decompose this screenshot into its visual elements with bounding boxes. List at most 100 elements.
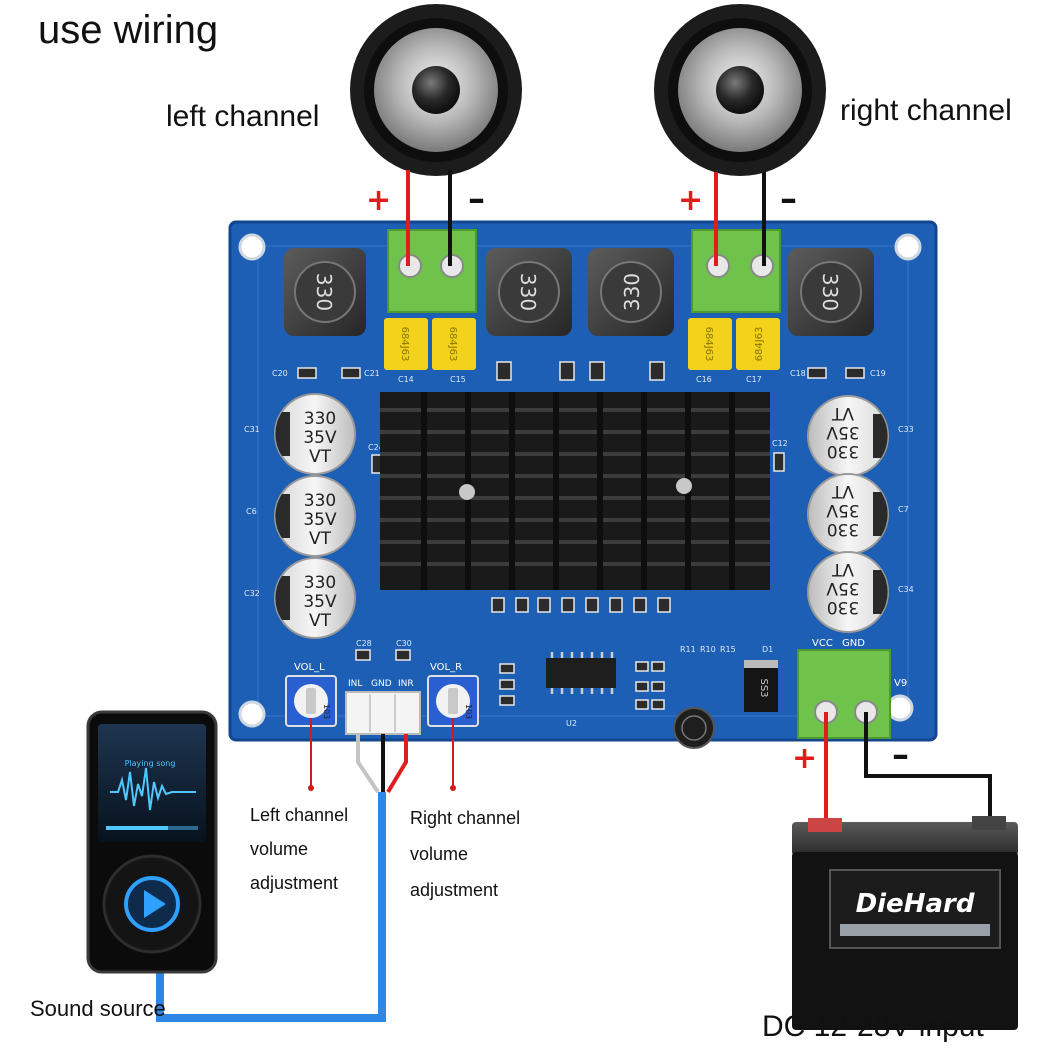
- right-volume-label: Right channel volume adjustment: [410, 800, 550, 908]
- left-volume-pointer-dot: [308, 785, 314, 791]
- cap-c33-series: VT: [831, 403, 854, 423]
- resistor-label-r15: R15: [720, 645, 736, 654]
- film-cap-label-c17: C17: [746, 375, 762, 384]
- inductor-3: 330: [588, 248, 674, 336]
- film-cap-3-marking: 684J63: [703, 327, 714, 362]
- cap-label-c34: C34: [898, 585, 914, 594]
- right-speaker: [654, 4, 826, 176]
- sound-source-player: Playing song: [86, 710, 218, 974]
- header-label-gnd: GND: [371, 679, 392, 689]
- heatsink-screw-2: [676, 478, 692, 494]
- cap-c31-voltage: 35V: [303, 428, 337, 448]
- left-volume-label-line-3: adjustment: [250, 873, 339, 893]
- film-cap-label-c16: C16: [696, 375, 712, 384]
- left-channel-label: left channel: [166, 100, 320, 133]
- amplifier-chip: [546, 652, 616, 694]
- power-label-vcc: VCC: [812, 638, 833, 649]
- cap-c32-series: VT: [309, 611, 332, 631]
- inductor-2-marking: 330: [516, 273, 540, 311]
- pot-label-vol-r: VOL_R: [430, 662, 462, 673]
- sound-source-label: Sound source: [30, 996, 166, 1021]
- smd-label-c12: C12: [772, 439, 788, 448]
- cap-c6-value: 330: [304, 491, 336, 511]
- battery: DieHard: [792, 816, 1018, 1030]
- film-cap-2: 684J63: [432, 318, 476, 370]
- right-volume-label-line-3: adjustment: [410, 880, 499, 900]
- film-cap-label-c15: C15: [450, 375, 466, 384]
- power-wires: [824, 712, 992, 830]
- small-electrolytic-cap: [673, 707, 715, 749]
- cap-c33-voltage: 35V: [826, 422, 860, 442]
- smd-label-c21: C21: [364, 369, 380, 378]
- left-minus-sign: –: [468, 179, 485, 219]
- cap-c32-voltage: 35V: [303, 592, 337, 612]
- film-cap-4-marking: 684J63: [754, 327, 765, 362]
- mounting-holes: [238, 233, 922, 728]
- power-ref-v9: V9: [894, 678, 907, 689]
- volume-pointers: [310, 718, 454, 786]
- inductor-4: 330: [788, 248, 874, 336]
- right-volume-pointer-dot: [450, 785, 456, 791]
- speaker-wires: [406, 170, 766, 266]
- film-cap-label-c14: C14: [398, 375, 414, 384]
- diode-marking: SS3: [758, 678, 769, 697]
- play-icon: [144, 890, 166, 918]
- cap-c7-voltage: 35V: [826, 500, 860, 520]
- power-label-gnd: GND: [842, 638, 865, 649]
- electrolytic-cap-c6: 330 35V VT: [274, 475, 356, 557]
- cap-c6-series: VT: [309, 529, 332, 549]
- left-speaker: [350, 4, 522, 176]
- smd-label-c19: C19: [870, 369, 886, 378]
- cap-c32-value: 330: [304, 573, 336, 593]
- smd-components: [297, 361, 865, 710]
- right-minus-sign: –: [780, 179, 797, 219]
- film-cap-2-marking: 684J63: [447, 327, 458, 362]
- power-input-terminal: [797, 649, 891, 739]
- right-volume-label-line-2: volume: [410, 844, 469, 864]
- film-cap-1-marking: 684J63: [399, 327, 410, 362]
- dc-input-label: DC 12-28V input: [762, 1010, 984, 1043]
- cap-c34-series: VT: [831, 559, 854, 579]
- electrolytic-cap-c34: 330 35V VT: [807, 551, 889, 633]
- left-volume-label: Left channel volume adjustment: [250, 798, 380, 900]
- player-screen-text: Playing song: [125, 759, 176, 768]
- diode-ref-d1: D1: [762, 645, 773, 654]
- cap-label-c6: C6: [246, 507, 257, 516]
- cap-c34-voltage: 35V: [826, 578, 860, 598]
- right-plus-sign: +: [678, 183, 704, 218]
- header-label-inl: INL: [348, 679, 362, 689]
- film-cap-3: 684J63: [688, 318, 732, 370]
- electrolytic-cap-c7: 330 35V VT: [807, 473, 889, 555]
- inductor-1: 330: [284, 248, 366, 336]
- right-speaker-terminal: [691, 229, 781, 313]
- inductor-3-marking: 330: [620, 273, 644, 311]
- cap-c6-voltage: 35V: [303, 510, 337, 530]
- right-channel-label: right channel: [840, 94, 1012, 127]
- right-volume-label-line-1: Right channel: [410, 808, 521, 828]
- audio-input-cable: [156, 734, 408, 1022]
- left-volume-label-line-2: volume: [250, 839, 309, 859]
- volume-pot-left[interactable]: 103: [285, 675, 337, 727]
- resistor-label-r10: R10: [700, 645, 716, 654]
- pot-left-marking: 103: [322, 704, 331, 719]
- film-cap-4: 684J63: [736, 318, 780, 370]
- volume-pot-right[interactable]: 103: [427, 675, 479, 727]
- smd-label-c24: C24: [368, 443, 384, 452]
- audio-input-header: [345, 691, 421, 735]
- smd-label-c28: C28: [356, 639, 372, 648]
- heatsink-screw-1: [459, 484, 475, 500]
- header-label-inr: INR: [398, 679, 414, 689]
- battery-brand: DieHard: [856, 889, 975, 919]
- diode-d1: SS3: [744, 660, 778, 712]
- inductor-1-marking: 330: [312, 273, 336, 311]
- smd-label-c20: C20: [272, 369, 288, 378]
- electrolytic-cap-c33: 330 35V VT: [807, 395, 889, 477]
- resistor-label-r11: R11: [680, 645, 696, 654]
- cap-label-c7: C7: [898, 505, 909, 514]
- film-cap-1: 684J63: [384, 318, 428, 370]
- left-volume-label-line-1: Left channel: [250, 805, 349, 825]
- power-negative-wire: [864, 712, 992, 822]
- cap-c7-series: VT: [831, 481, 854, 501]
- electrolytic-cap-c31: 330 35V VT: [274, 393, 356, 475]
- cap-c33-value: 330: [827, 441, 859, 461]
